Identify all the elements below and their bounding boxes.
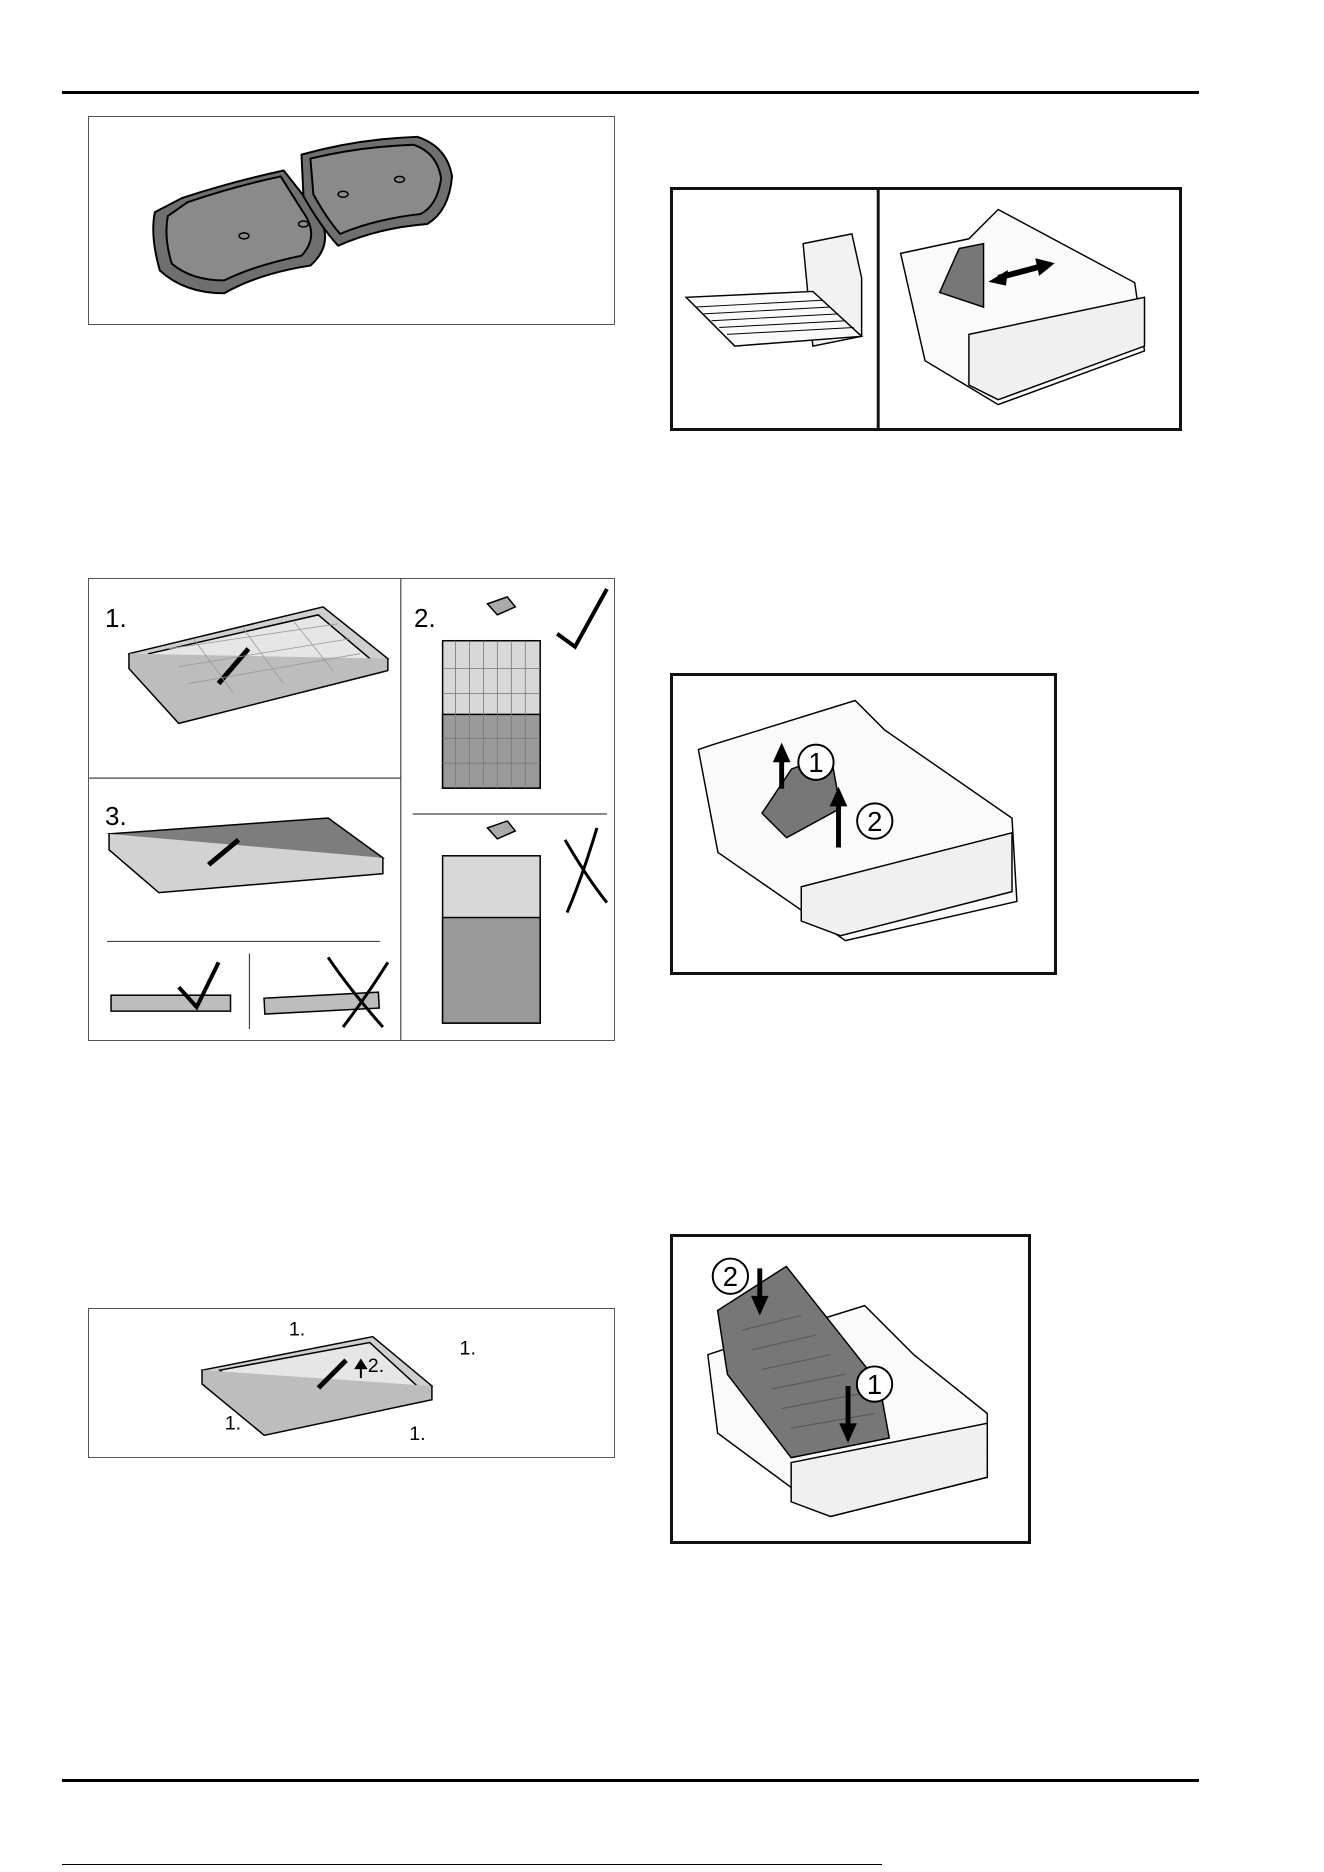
figure-drawer-divider [670,187,1182,431]
cooling-pads-illustration [89,117,614,324]
step-label-3: 3. [105,803,127,829]
figure-divider-remove: 1 2 [670,673,1057,975]
divider-remove-illustration: 1 2 [673,676,1054,972]
removal-label-bottom-left: 1. [225,1412,241,1434]
figure-filter-cleaning: 1. 2. 3. [88,578,615,1041]
figure-cooling-pads [88,116,615,325]
remove-callout-2: 2 [867,806,882,837]
removal-label-top-left: 1. [289,1319,305,1341]
figure-divider-insert: 2 1 [670,1234,1031,1544]
insert-callout-1: 1 [867,1369,882,1400]
figure-filter-removal: 1. 1. 2. 1. 1. [88,1308,615,1458]
filter-removal-illustration: 1. 1. 2. 1. 1. [89,1309,614,1457]
footer-thin-rule [62,1864,882,1865]
step-label-1: 1. [105,605,127,631]
removal-label-bottom-right: 1. [409,1423,425,1445]
divider-insert-illustration: 2 1 [673,1237,1028,1541]
footer-rule [62,1779,1199,1782]
filter-cleaning-illustration [89,579,614,1040]
drawer-divider-illustration [673,190,1179,428]
removal-label-center: 2. [368,1355,384,1377]
insert-callout-2: 2 [723,1261,738,1292]
header-rule [62,91,1199,94]
removal-label-top-right: 1. [460,1337,476,1359]
step-label-2: 2. [414,605,436,631]
remove-callout-1: 1 [808,747,823,778]
